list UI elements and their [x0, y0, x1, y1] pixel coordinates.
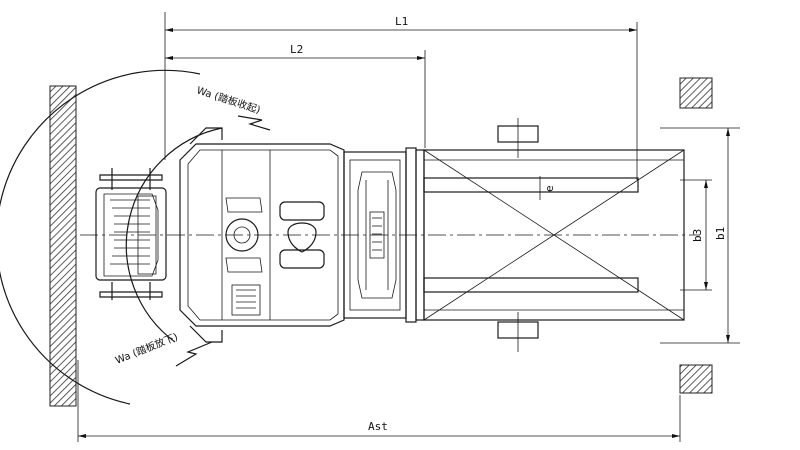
b1-label: b1: [714, 227, 727, 240]
turning-arc-inner: [125, 127, 223, 343]
forks-and-pallet: e: [423, 118, 685, 352]
dimension-b1: b1: [660, 127, 740, 344]
l1-label: L1: [395, 15, 408, 28]
dimension-l1: L1: [165, 15, 637, 32]
dimension-ast: Ast: [77, 360, 681, 442]
l2-label: L2: [290, 43, 303, 56]
turning-arc-outer: [0, 69, 201, 405]
break-mark-bottom: [175, 341, 213, 367]
b3-label: b3: [691, 229, 704, 242]
mast-carriage: [343, 147, 425, 323]
truck-chassis: [179, 127, 345, 343]
dimension-l2: L2: [165, 43, 425, 60]
left-wall: [49, 85, 77, 407]
right-wall-top: [679, 77, 713, 109]
wa-down-label: Wa (踏板放下): [113, 330, 179, 367]
wa-folded-label: Wa (踏板收起): [195, 83, 262, 116]
right-wall-bottom: [679, 364, 713, 394]
dimension-b3: b3: [680, 179, 712, 291]
e-label: e: [543, 185, 556, 192]
operator-platform: [95, 168, 167, 300]
ast-label: Ast: [368, 420, 388, 433]
break-mark-top: [237, 115, 271, 131]
